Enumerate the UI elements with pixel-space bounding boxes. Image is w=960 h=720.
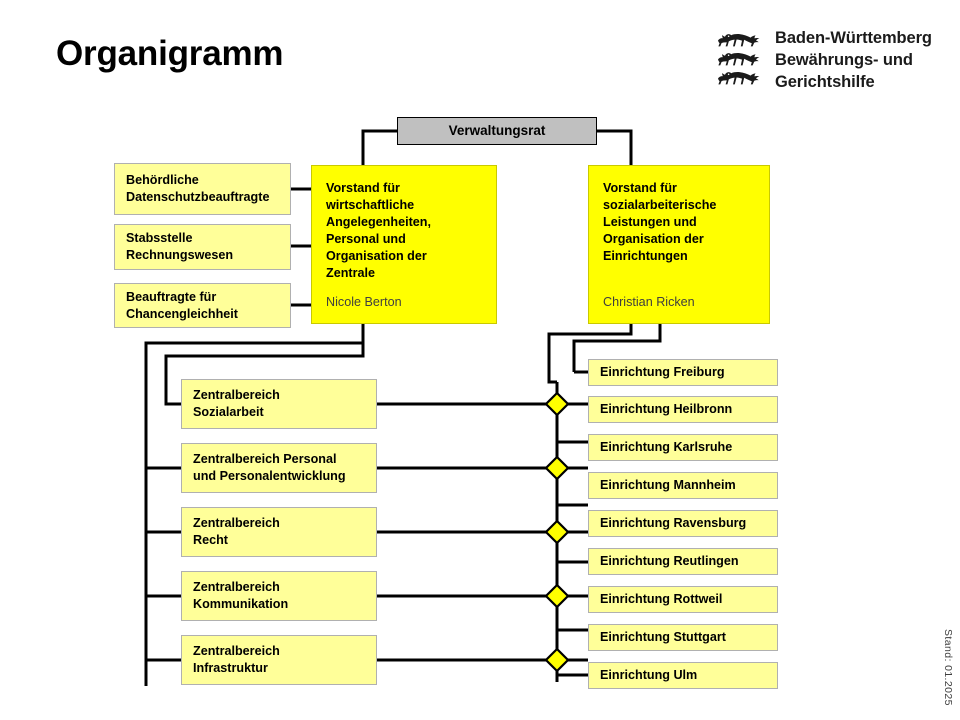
node-einrichtung-ulm[interactable]: Einrichtung Ulm <box>588 662 778 689</box>
node-einrichtung-freiburg[interactable]: Einrichtung Freiburg <box>588 359 778 386</box>
node-title: Vorstand für sozialarbeiterische Leistun… <box>603 181 717 263</box>
node-label: Einrichtung Heilbronn <box>600 402 733 416</box>
node-label: Einrichtung Freiburg <box>600 365 725 379</box>
logo-wordmark: Baden-Württemberg Bewährungs- und Gerich… <box>775 28 932 93</box>
node-einrichtung-stuttgart[interactable]: Einrichtung Stuttgart <box>588 624 778 651</box>
node-label: Zentralbereich Recht <box>193 516 280 547</box>
node-einrichtung-reutlingen[interactable]: Einrichtung Reutlingen <box>588 548 778 575</box>
node-person: Christian Ricken <box>603 295 695 309</box>
logo-line-2: Bewährungs- und <box>775 50 913 69</box>
node-vorstand-wirtschaft[interactable]: Vorstand für wirtschaftliche Angelegenhe… <box>311 165 497 324</box>
node-datenschutzbeauftragte[interactable]: Behördliche Datenschutzbeauftragte <box>114 163 291 215</box>
node-title: Vorstand für wirtschaftliche Angelegenhe… <box>326 181 431 280</box>
logo-line-3: Gerichtshilfe <box>775 72 875 91</box>
node-label: Zentralbereich Sozialarbeit <box>193 388 280 419</box>
node-beauftragte-chancengleichheit[interactable]: Beauftragte für Chancengleichheit <box>114 283 291 328</box>
node-zentralbereich-sozialarbeit[interactable]: Zentralbereich Sozialarbeit <box>181 379 377 429</box>
junction-diamond <box>544 647 570 673</box>
node-label: Einrichtung Mannheim <box>600 478 736 492</box>
node-person: Nicole Berton <box>326 295 402 309</box>
node-stabsstelle-rechnungswesen[interactable]: Stabsstelle Rechnungswesen <box>114 224 291 270</box>
node-einrichtung-rottweil[interactable]: Einrichtung Rottweil <box>588 586 778 613</box>
three-lions-icon <box>716 28 762 85</box>
node-zentralbereich-infrastruktur[interactable]: Zentralbereich Infrastruktur <box>181 635 377 685</box>
node-einrichtung-mannheim[interactable]: Einrichtung Mannheim <box>588 472 778 499</box>
node-label: Zentralbereich Kommunikation <box>193 580 289 611</box>
brand-logo: Baden-Württemberg Bewährungs- und Gerich… <box>716 28 932 93</box>
lion-icon <box>718 34 760 47</box>
lion-icon <box>718 72 760 85</box>
node-label: Verwaltungsrat <box>448 122 546 138</box>
node-verwaltungsrat[interactable]: Verwaltungsrat <box>397 117 597 145</box>
node-label: Einrichtung Stuttgart <box>600 630 726 644</box>
junction-diamond <box>544 455 570 481</box>
lion-icon <box>718 53 760 66</box>
node-label: Stabsstelle Rechnungswesen <box>126 231 234 262</box>
node-zentralbereich-recht[interactable]: Zentralbereich Recht <box>181 507 377 557</box>
node-label: Zentralbereich Personal und Personalentw… <box>193 452 346 483</box>
node-label: Zentralbereich Infrastruktur <box>193 644 280 675</box>
node-label: Einrichtung Rottweil <box>600 592 723 606</box>
node-label: Beauftragte für Chancengleichheit <box>126 289 238 321</box>
node-vorstand-soziales[interactable]: Vorstand für sozialarbeiterische Leistun… <box>588 165 770 324</box>
page-title: Organigramm <box>56 34 284 73</box>
junction-diamond <box>544 391 570 417</box>
junction-diamond <box>544 583 570 609</box>
logo-line-1: Baden-Württemberg <box>775 29 932 47</box>
node-label: Einrichtung Karlsruhe <box>600 440 733 454</box>
node-label: Behördliche Datenschutzbeauftragte <box>126 173 270 204</box>
stand-date: Stand: 01.2025 <box>942 629 954 706</box>
node-zentralbereich-kommunikation[interactable]: Zentralbereich Kommunikation <box>181 571 377 621</box>
node-einrichtung-ravensburg[interactable]: Einrichtung Ravensburg <box>588 510 778 537</box>
junction-diamond <box>544 519 570 545</box>
node-label: Einrichtung Ravensburg <box>600 516 747 530</box>
node-zentralbereich-personal[interactable]: Zentralbereich Personal und Personalentw… <box>181 443 377 493</box>
node-label: Einrichtung Reutlingen <box>600 554 739 568</box>
node-einrichtung-heilbronn[interactable]: Einrichtung Heilbronn <box>588 396 778 423</box>
node-einrichtung-karlsruhe[interactable]: Einrichtung Karlsruhe <box>588 434 778 461</box>
node-label: Einrichtung Ulm <box>600 668 698 682</box>
